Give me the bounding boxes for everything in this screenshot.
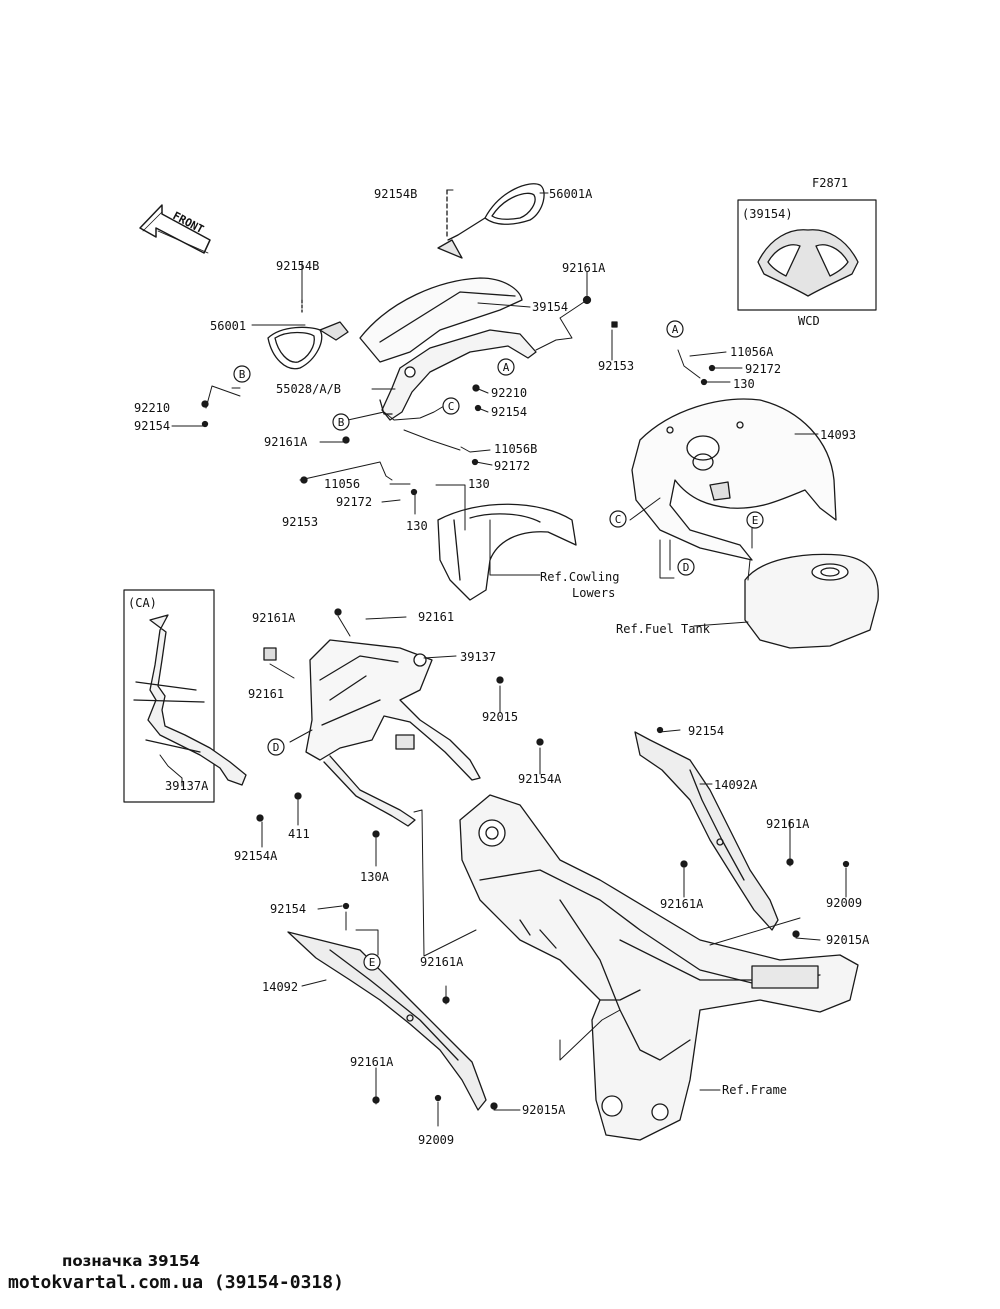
- label-92172-left: 92172: [336, 495, 372, 509]
- label-92153-top: 92153: [598, 359, 634, 373]
- label-55028: 55028/A/B: [276, 382, 341, 396]
- label-92172-mid: 92172: [494, 459, 530, 473]
- label-130-right: 130: [733, 377, 755, 391]
- label-92154b-top: 92154B: [374, 187, 417, 201]
- label-39137: 39137: [460, 650, 496, 664]
- callout-b-2: B: [338, 416, 345, 429]
- label-92161a-frame: 92161A: [252, 611, 296, 625]
- label-92015a-l: 92015A: [522, 1103, 566, 1117]
- label-92015: 92015: [482, 710, 518, 724]
- callout-b-1: B: [239, 368, 246, 381]
- label-92015a-r: 92015A: [826, 933, 870, 947]
- label-14092a: 14092A: [714, 778, 758, 792]
- label-92154a-l: 92154A: [234, 849, 278, 863]
- inset-wcd-code: (39154): [742, 207, 793, 221]
- label-411: 411: [288, 827, 310, 841]
- figure-code: F2871: [812, 176, 848, 190]
- inset-ca-box: [123, 589, 215, 803]
- callout-c-2: C: [615, 513, 622, 526]
- callout-c-1: C: [448, 400, 455, 413]
- label-92009-l: 92009: [418, 1133, 454, 1147]
- fuel-tank-icon: [744, 553, 879, 649]
- label-130-low: 130: [406, 519, 428, 533]
- label-92154-left: 92154: [134, 419, 170, 433]
- inset-ca-code: (CA): [128, 596, 157, 610]
- footer-source: motokvartal.com.ua (39154-0318): [8, 1272, 344, 1293]
- inset-wcd-box: [737, 199, 877, 311]
- label-92161a-l2: 92161A: [350, 1055, 394, 1069]
- label-130a: 130A: [360, 870, 390, 884]
- footer-title: позначка 39154: [62, 1252, 200, 1270]
- label-92009-r: 92009: [826, 896, 862, 910]
- label-92154-l: 92154: [270, 902, 306, 916]
- front-arrow-icon: [139, 204, 211, 254]
- ref-fuel-tank: Ref.Fuel Tank: [616, 622, 711, 636]
- callout-d-1: D: [683, 561, 690, 574]
- label-92210-left: 92210: [134, 401, 170, 415]
- label-92161a-top: 92161A: [562, 261, 606, 275]
- label-92172-right: 92172: [745, 362, 781, 376]
- label-92154b: 92154B: [276, 259, 319, 273]
- label-92161-frame: 92161: [418, 610, 454, 624]
- leader-lines: [159, 189, 847, 1127]
- cowling-stay-icon: [379, 329, 537, 421]
- label-14092: 14092: [262, 980, 298, 994]
- side-cover-14092a-icon: [634, 731, 779, 931]
- mirror-56001a-icon: [437, 183, 545, 259]
- cowling-lowers-icon: [437, 503, 577, 601]
- callout-circles: [233, 320, 764, 971]
- label-92210-mid: 92210: [491, 386, 527, 400]
- label-92161a-l1: 92161A: [420, 955, 464, 969]
- label-92154-mid: 92154: [491, 405, 527, 419]
- label-56001a: 56001A: [549, 187, 593, 201]
- label-11056b: 11056B: [494, 442, 537, 456]
- callout-e-2: E: [369, 956, 376, 969]
- windshield-39154-icon: [359, 277, 523, 363]
- inset-ca-part: 39137A: [165, 779, 209, 793]
- mirror-56001-icon: [267, 299, 349, 370]
- label-92154-r: 92154: [688, 724, 724, 738]
- main-frame-icon: [459, 794, 859, 1141]
- ref-frame: Ref.Frame: [722, 1083, 787, 1097]
- inset-wcd-caption: WCD: [798, 314, 820, 328]
- label-92161a-r1: 92161A: [766, 817, 810, 831]
- label-92153-left: 92153: [282, 515, 318, 529]
- part-labels: F2871 FRONT (39154) WCD (CA) 39137A 9215…: [128, 176, 870, 1147]
- label-92161a-r2: 92161A: [660, 897, 704, 911]
- bracket-39137a-icon: [133, 614, 247, 786]
- label-92161-b: 92161: [248, 687, 284, 701]
- callout-e-1: E: [752, 514, 759, 527]
- callout-letters: A B B C A C D E D E: [239, 323, 759, 969]
- inner-cover-14093-icon: [631, 398, 837, 561]
- label-92154a-r: 92154A: [518, 772, 562, 786]
- callout-a-2: A: [672, 323, 679, 336]
- label-11056a: 11056A: [730, 345, 774, 359]
- ref-cowling-line2: Lowers: [572, 586, 615, 600]
- label-56001: 56001: [210, 319, 246, 333]
- windshield-wcd-icon: [757, 229, 859, 297]
- label-39154: 39154: [532, 300, 568, 314]
- label-130-mid: 130: [468, 477, 490, 491]
- label-92161a-left: 92161A: [264, 435, 308, 449]
- callout-d-2: D: [273, 741, 280, 754]
- label-14093: 14093: [820, 428, 856, 442]
- ref-cowling-line1: Ref.Cowling: [540, 570, 619, 584]
- label-11056: 11056: [324, 477, 360, 491]
- callout-a-1: A: [503, 361, 510, 374]
- subframe-39137-icon: [305, 639, 481, 827]
